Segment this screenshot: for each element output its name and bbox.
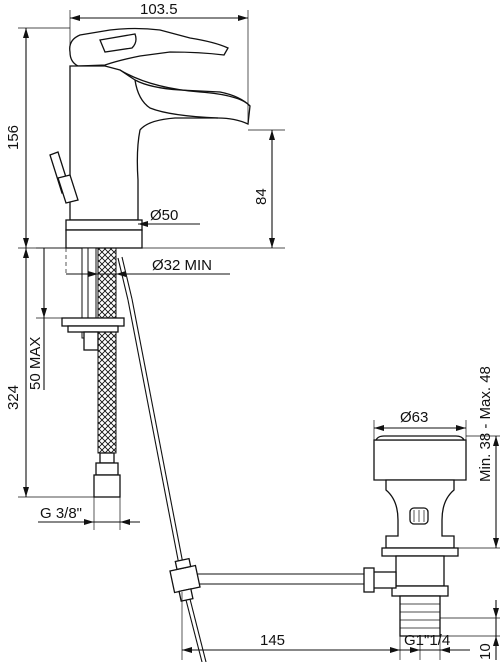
dim-label-hose-length: 324	[5, 385, 22, 410]
dim-label-waste-range: Min. 38 - Max. 48	[477, 366, 494, 482]
dim-waste-offset: 10	[440, 600, 500, 660]
dim-label-max-thickness: 50 MAX	[27, 337, 44, 390]
dim-base-diameter: Ø50	[138, 207, 200, 227]
dim-waste-thread: G1"1/4	[380, 632, 470, 660]
dim-label-waste-offset: 10	[477, 643, 494, 660]
dim-hose-length: 324	[5, 248, 94, 498]
dim-label-overall-height: 156	[5, 125, 22, 150]
dim-label-waste-thread: G1"1/4	[404, 632, 450, 649]
faucet-body	[49, 27, 251, 249]
dim-label-rod-length: 145	[260, 632, 285, 649]
dim-label-waste-diameter: Ø63	[400, 409, 428, 426]
dim-waste-range: Min. 38 - Max. 48	[458, 366, 500, 549]
dim-max-thickness: 50 MAX	[27, 247, 66, 390]
dim-hole-diameter: Ø32 MIN	[66, 257, 230, 277]
waste-assembly	[169, 435, 467, 662]
dim-overall-height: 156	[5, 27, 70, 249]
dim-inlet-thread: G 3/8"	[38, 497, 140, 530]
dim-spout-width: 103.5	[69, 1, 249, 122]
dim-label-base-diameter: Ø50	[150, 207, 178, 224]
shank-and-hose	[61, 247, 185, 571]
dim-spout-height: 84	[142, 129, 285, 249]
dim-label-hole-diameter: Ø32 MIN	[152, 257, 212, 274]
dim-label-spout-height: 84	[253, 188, 270, 205]
dim-waste-diameter: Ø63	[373, 409, 467, 440]
dim-label-spout-width: 103.5	[140, 1, 178, 18]
dim-label-inlet-thread: G 3/8"	[40, 505, 82, 522]
